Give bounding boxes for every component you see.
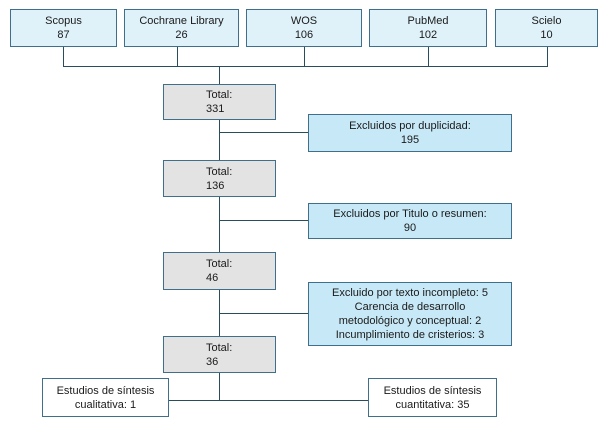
exclusion-line: Carencia de desarrollo (354, 301, 466, 313)
connector (547, 47, 548, 66)
outcome-line: cualitativa: 1 (74, 398, 137, 411)
exclusion-line: Excluido por texto incompleto: 5 (332, 287, 488, 299)
connector (304, 47, 305, 66)
outcome-box-qualitative: Estudios de síntesis cualitativa: 1 (42, 378, 169, 417)
outcome-line: Estudios de síntesis (56, 384, 155, 397)
source-count: 102 (418, 29, 438, 41)
exclusion-line: Incumplimiento de cristerios: 3 (335, 329, 485, 341)
outcome-box-quantitative: Estudios de síntesis cuantitativa: 35 (368, 378, 497, 417)
total-value: 136 (206, 179, 225, 192)
source-name: Scopus (45, 15, 82, 27)
connector (63, 66, 548, 67)
outcome-line: cuantitativa: 35 (395, 398, 470, 411)
source-name: WOS (290, 15, 318, 27)
source-count: 87 (57, 29, 70, 41)
total-label: Total: (206, 165, 233, 178)
connector (428, 47, 429, 66)
source-count: 106 (294, 29, 314, 41)
connector (105, 400, 435, 401)
total-value: 331 (206, 103, 225, 115)
exclusion-line: metodológico y conceptual: 2 (338, 315, 482, 327)
connector (219, 313, 308, 314)
exclusion-box-title-abstract: Excluidos por Titulo o resumen: 90 (308, 203, 512, 239)
total-label: Total: (206, 89, 233, 101)
source-name: Cochrane Library (139, 15, 224, 27)
total-value: 46 (206, 272, 219, 284)
exclusion-line: Excluidos por duplicidad: (349, 120, 471, 132)
connector (219, 220, 308, 221)
connector (177, 47, 178, 66)
source-box-cochrane: Cochrane Library 26 (124, 9, 239, 47)
exclusion-line: 195 (400, 134, 420, 146)
connector (63, 47, 64, 66)
exclusion-box-fulltext: Excluido por texto incompleto: 5 Carenci… (308, 282, 512, 346)
source-count: 10 (540, 29, 553, 41)
source-box-scielo: Scielo 10 (495, 9, 598, 47)
source-box-scopus: Scopus 87 (10, 9, 117, 47)
exclusion-line: Excluidos por Titulo o resumen: (333, 208, 487, 220)
total-value: 36 (206, 355, 219, 368)
source-name: Scielo (531, 15, 562, 27)
total-box-2: Total: 136 (163, 160, 276, 197)
total-label: Total: (206, 258, 233, 270)
total-label: Total: (206, 341, 233, 354)
total-box-4: Total: 36 (163, 336, 276, 373)
source-box-wos: WOS 106 (246, 9, 362, 47)
connector (219, 66, 220, 400)
exclusion-box-duplicates: Excluidos por duplicidad: 195 (308, 114, 512, 152)
total-box-1: Total: 331 (163, 84, 276, 120)
exclusion-line: 90 (403, 222, 417, 234)
connector (219, 132, 308, 133)
source-name: PubMed (407, 15, 449, 27)
outcome-line: Estudios de síntesis (383, 384, 482, 397)
source-count: 26 (175, 29, 188, 41)
total-box-3: Total: 46 (163, 252, 276, 290)
source-box-pubmed: PubMed 102 (369, 9, 487, 47)
